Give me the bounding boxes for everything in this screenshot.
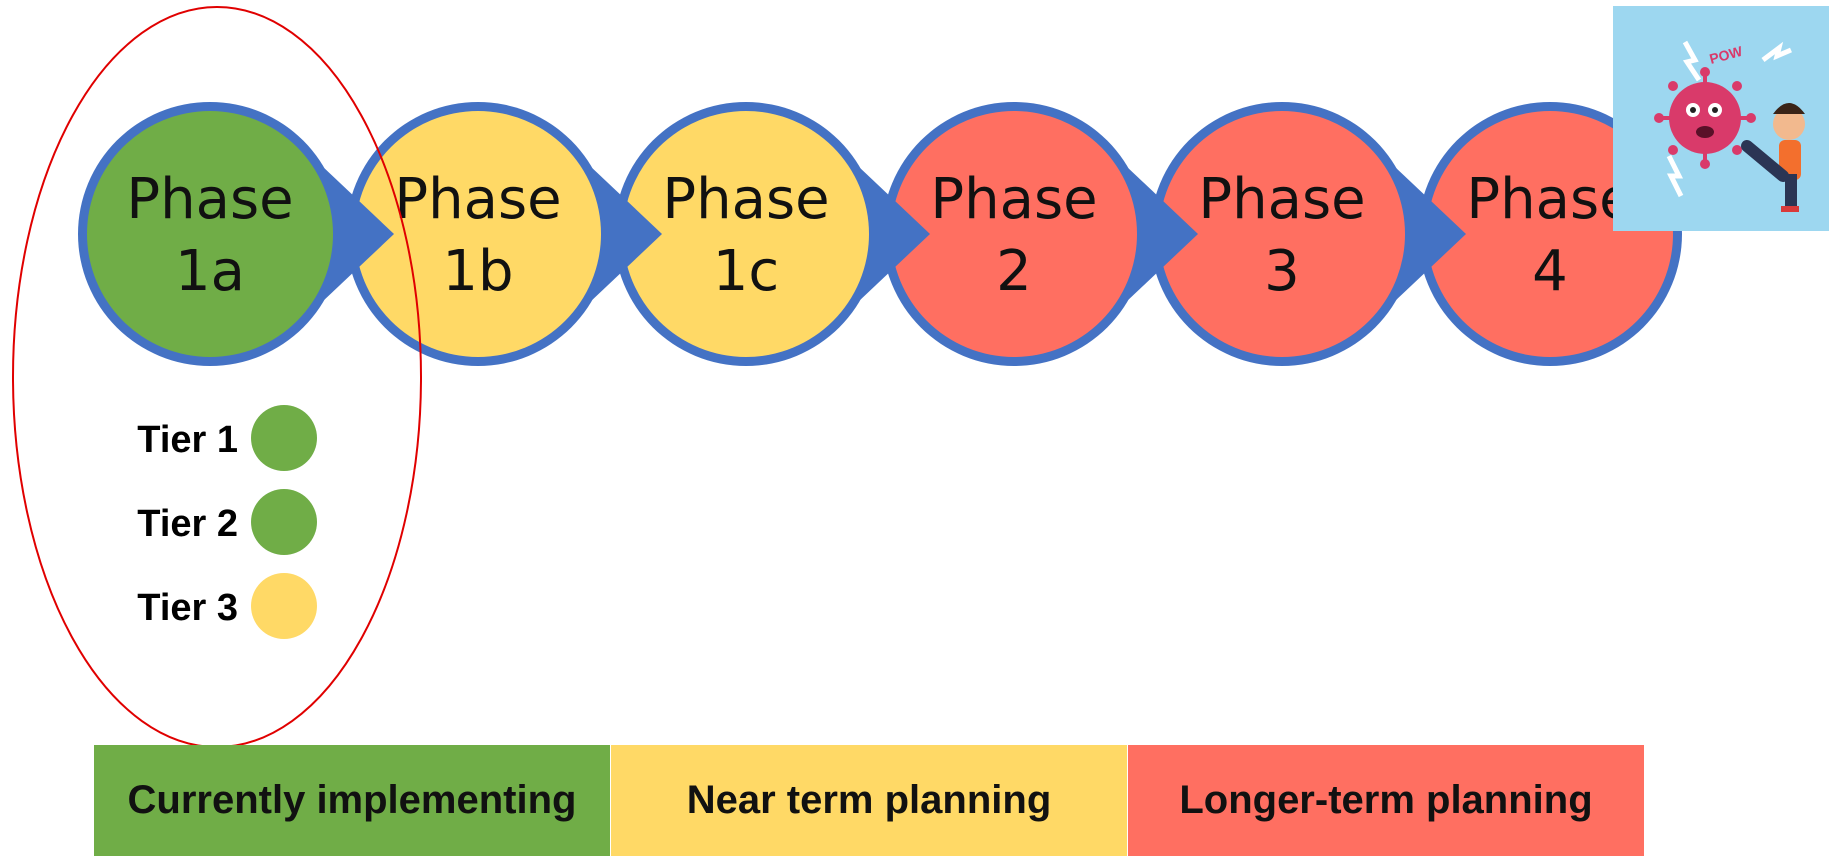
phase-label-line1: Phase xyxy=(126,167,293,232)
phase-label-line1: Phase xyxy=(394,167,561,232)
tier-status-dot xyxy=(251,489,317,555)
phase-label-line2: 4 xyxy=(1532,239,1568,304)
tier-list: Tier 1 Tier 2 Tier 3 xyxy=(137,405,317,639)
phase-3: Phase 3 xyxy=(1150,102,1466,366)
tier-item: Tier 1 xyxy=(137,405,317,471)
tier-item: Tier 3 xyxy=(137,573,317,639)
tier-label: Tier 3 xyxy=(137,587,238,629)
phase-label-line2: 3 xyxy=(1264,239,1300,304)
tier-label: Tier 1 xyxy=(137,419,238,461)
phase-label-line1: Phase xyxy=(930,167,1097,232)
phase-sequence: Phase 4 Phase 3 Phase 2 Phase 1c Phase 1b Phase 1a xyxy=(78,102,1682,366)
phase-1a: Phase 1a xyxy=(78,102,394,366)
phase-label-line1: Phase xyxy=(1198,167,1365,232)
phase-label-line1: Phase xyxy=(1466,167,1633,232)
tier-status-dot xyxy=(251,405,317,471)
phase-circle xyxy=(87,111,333,357)
phase-label-line2: 2 xyxy=(996,239,1032,304)
virus-kick-illustration: POW xyxy=(1613,6,1829,231)
phase-label-line1: Phase xyxy=(662,167,829,232)
tier-label: Tier 2 xyxy=(137,503,238,545)
legend-red: Longer-term planning xyxy=(1128,745,1644,856)
phase-2: Phase 2 xyxy=(882,102,1198,366)
phase-circle xyxy=(891,111,1137,357)
phase-label-line2: 1b xyxy=(442,239,513,304)
tier-item: Tier 2 xyxy=(137,489,317,555)
phase-circle xyxy=(623,111,869,357)
phase-1b: Phase 1b xyxy=(346,102,662,366)
tier-status-dot xyxy=(251,573,317,639)
phase-label-line2: 1c xyxy=(713,239,779,304)
phase-circle xyxy=(1159,111,1405,357)
phase-label-line2: 1a xyxy=(175,239,245,304)
legend-green: Currently implementing xyxy=(94,745,610,856)
legend-yellow: Near term planning xyxy=(611,745,1127,856)
phase-1c: Phase 1c xyxy=(614,102,930,366)
phase-circle xyxy=(1427,111,1673,357)
